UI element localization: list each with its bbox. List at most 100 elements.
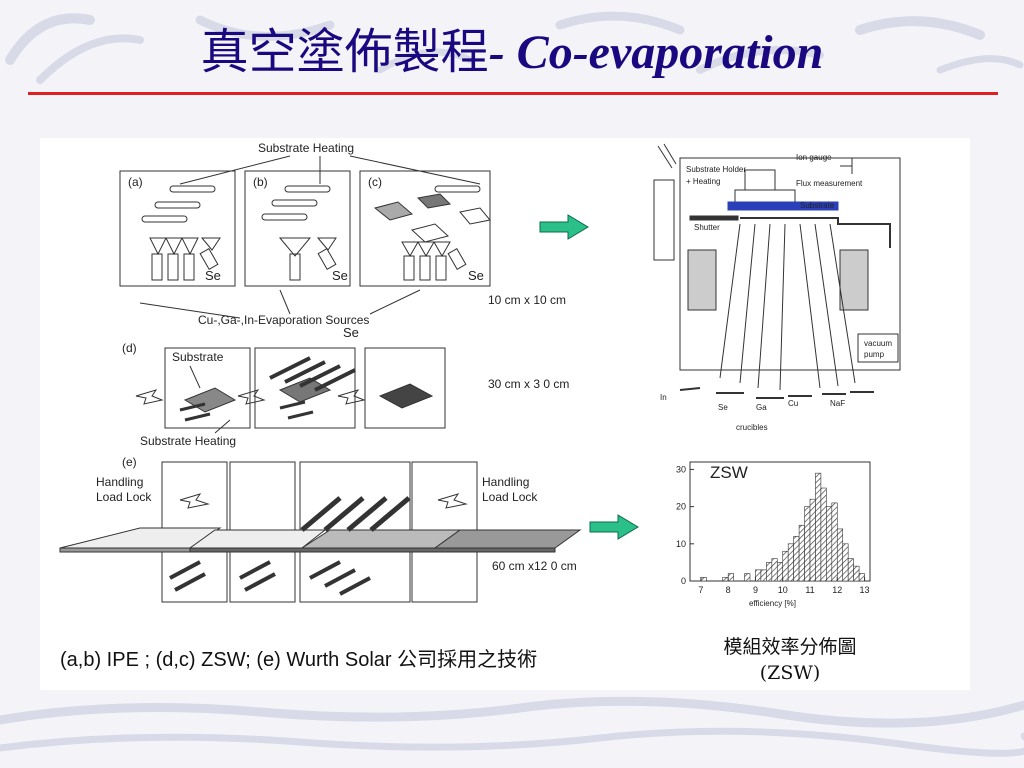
pump-label: pump <box>864 350 885 359</box>
x-tick-label: 10 <box>778 585 788 595</box>
histogram-bar <box>776 562 784 582</box>
panel-b-sources <box>261 185 337 281</box>
panel-c-se-label: Se <box>468 268 484 283</box>
heating-leader-lines <box>179 155 481 185</box>
histogram-bar <box>858 573 865 582</box>
x-tick-label: 12 <box>832 585 842 595</box>
vacuum-label: vacuum <box>864 339 892 348</box>
substrate-heating-top-label: Substrate Heating <box>258 141 354 155</box>
histogram-bar <box>842 543 849 582</box>
handling-left-line-2: Load Lock <box>96 490 152 504</box>
chamber-substrate-label: Substrate <box>800 201 835 210</box>
histogram-bar <box>755 569 762 582</box>
panel-c-sources <box>373 185 491 281</box>
ion-gauge-label: Ion gauge <box>796 153 832 162</box>
histogram-bar <box>787 543 794 582</box>
heating-label: + Heating <box>686 177 720 186</box>
y-tick-label: 30 <box>676 464 686 474</box>
histogram-bar <box>809 498 816 582</box>
panel-d-box-2 <box>254 347 356 429</box>
histogram-bar <box>760 569 767 582</box>
source-ga-label: Ga <box>756 403 767 412</box>
histogram-bar <box>793 536 800 582</box>
panel-b-label: (b) <box>253 175 268 189</box>
panel-c-label: (c) <box>368 175 382 189</box>
flux-measurement-label: Flux measurement <box>796 179 863 188</box>
crucibles-label: crucibles <box>736 423 768 432</box>
panel-a-box <box>119 170 236 287</box>
panel-a-sources <box>141 185 221 281</box>
histogram-bar <box>815 472 822 582</box>
arrow-to-chamber <box>539 214 589 240</box>
histogram-bar <box>744 573 751 582</box>
handling-right-line-2: Load Lock <box>482 490 538 504</box>
panel-d-box-3 <box>364 347 446 429</box>
histogram-bar <box>766 562 773 582</box>
x-tick-label: 11 <box>805 585 814 595</box>
process-diagram: Substrate Heating (a) (b) (c) Se <box>59 141 639 603</box>
histogram-caption-line-2: (ZSW) <box>759 662 821 684</box>
histogram-bar <box>820 487 827 582</box>
panel-a-se-label: Se <box>205 268 221 283</box>
handling-left-line-1: Handling <box>96 475 143 489</box>
y-tick-label: 20 <box>676 502 686 512</box>
histogram-bar <box>727 573 734 582</box>
histogram-bar <box>804 506 811 582</box>
caption-latin: (a,b) IPE ; (d,c) ZSW; (e) Wurth Solar <box>60 649 398 671</box>
histogram-bar <box>798 524 805 582</box>
handling-right-line-1: Handling <box>482 475 529 489</box>
x-tick-label: 7 <box>698 585 703 595</box>
histogram-bar <box>826 506 833 582</box>
histogram-bar <box>782 550 789 582</box>
substrate-holder-label: Substrate Holder <box>686 165 746 174</box>
histogram-caption: 模組效率分佈圖 (ZSW) <box>680 634 900 686</box>
source-se-label: Se <box>718 403 728 412</box>
shutter-label: Shutter <box>694 223 720 232</box>
histogram-bar <box>700 576 707 582</box>
title-divider <box>28 92 998 95</box>
histogram-title: ZSW <box>710 463 748 482</box>
source-cu-label: Cu <box>788 399 798 408</box>
x-tick-label: 8 <box>726 585 731 595</box>
panel-b-se-label: Se <box>332 268 348 283</box>
slide-title: 真空塗佈製程- Co-evaporation <box>0 12 1024 82</box>
size-label-30cm: 30 cm x 3 0 cm <box>488 377 569 391</box>
y-tick-label: 0 <box>681 576 686 586</box>
substrate-heating-label: Substrate Heating <box>140 434 236 448</box>
panel-d-label: (d) <box>122 341 137 355</box>
histogram-bar <box>847 558 854 582</box>
slide-title-latin: - Co-evaporation <box>488 26 824 79</box>
arrow-to-histogram <box>589 514 639 540</box>
x-tick-label: 9 <box>753 585 758 595</box>
panel-b-box <box>244 170 351 287</box>
panel-a-label: (a) <box>128 175 143 189</box>
histogram-bar <box>771 558 778 582</box>
panel-d-box-1 <box>164 347 251 429</box>
figure-caption: (a,b) IPE ; (d,c) ZSW; (e) Wurth Solar 公… <box>60 643 537 672</box>
size-label-60cm: 60 cm x12 0 cm <box>492 559 577 573</box>
histogram-bar <box>722 576 729 582</box>
panel-c-box <box>359 170 491 287</box>
figure-panel: Substrate Heating (a) (b) (c) Se <box>40 138 970 690</box>
evaporation-chamber: Substrate Substrate Holder + Heating Ion… <box>653 143 901 432</box>
figure-drawing: Substrate Heating (a) (b) (c) Se <box>59 141 901 608</box>
efficiency-histogram: ZSW 7 8 9 10 11 12 13 0 10 20 30 efficiency [%] <box>676 461 871 608</box>
source-naf-label: NaF <box>830 399 845 408</box>
size-label-10cm: 10 cm x 10 cm <box>488 293 566 307</box>
substrate-label: Substrate <box>172 350 224 364</box>
panel-d-se-label: Se <box>343 325 359 340</box>
slide-title-chinese: 真空塗佈製程 <box>200 24 489 80</box>
histogram-bar <box>836 528 844 582</box>
y-tick-label: 10 <box>676 539 686 549</box>
histogram-bar <box>831 502 838 582</box>
x-tick-label: 13 <box>860 585 870 595</box>
substrate-plate <box>727 201 839 211</box>
histogram-caption-line-1: 模組效率分佈圖 <box>723 636 857 658</box>
caption-chinese: 公司採用之技術 <box>397 647 538 671</box>
source-in-label: In <box>660 393 667 402</box>
evaporation-sources-label: Cu-,Ga-,In-Evaporation Sources <box>198 313 369 327</box>
panel-e-label: (e) <box>122 455 137 469</box>
histogram-bar <box>853 565 860 582</box>
histogram-x-axis-label: efficiency [%] <box>749 599 796 608</box>
